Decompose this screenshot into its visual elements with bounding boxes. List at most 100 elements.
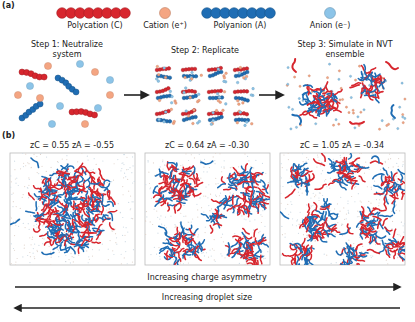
polymer-chain [198, 240, 204, 245]
legend-swatch [57, 8, 131, 19]
polymer-chain [181, 173, 185, 181]
polymer-chain [339, 174, 343, 181]
ion [106, 91, 113, 98]
polymer-chain [328, 91, 331, 100]
ion [185, 110, 188, 113]
ion [341, 98, 343, 100]
polymer-chain [102, 204, 110, 206]
polymer-chain [290, 245, 295, 250]
polymer-chain [394, 186, 399, 192]
simulation-snapshot [144, 153, 270, 269]
bead [193, 67, 197, 71]
ion [360, 111, 362, 113]
polymer-chain [63, 175, 65, 183]
polymer-chain [298, 264, 299, 265]
polymer-chain [329, 212, 333, 219]
polymer-chain [309, 217, 317, 220]
polymer-chain [368, 89, 376, 92]
ion [378, 128, 380, 130]
polymer-chain [307, 175, 310, 183]
polymer-chain [166, 248, 172, 254]
polymer-chain [246, 172, 251, 179]
ion [335, 119, 337, 121]
polymer-chain [78, 185, 85, 189]
polymer-chain [64, 200, 71, 204]
snapshot-title: zC = 0.55 zA = -0.55 [30, 141, 114, 151]
bead [168, 76, 172, 80]
polymer-chain [222, 177, 226, 184]
polymer-chain [160, 248, 167, 253]
ion [212, 119, 215, 122]
polymer-chain [360, 253, 368, 254]
ion [357, 116, 359, 118]
legend-swatch [160, 8, 171, 19]
polymer-chain [181, 222, 183, 230]
polymer-chain [261, 243, 268, 247]
snapshot-title: zC = 1.05 zA = -0.34 [300, 141, 384, 151]
polymer-chain [343, 166, 350, 170]
polymer-chain [326, 218, 327, 226]
setup-illustration [14, 59, 406, 130]
ion [244, 124, 247, 127]
polymer-chain [185, 237, 192, 240]
ion [299, 85, 301, 87]
polymer-chain [10, 219, 19, 224]
polymer-chain [92, 190, 99, 195]
ion [338, 70, 340, 72]
polymer-chain [386, 250, 390, 257]
polymer-chain [186, 166, 193, 171]
polymer-chain [92, 218, 94, 226]
ion [175, 102, 178, 105]
polymer-chain [56, 237, 62, 242]
polymer-chain [301, 168, 308, 172]
polymer-chain [159, 169, 161, 177]
ion [189, 96, 192, 99]
ion [243, 77, 246, 80]
polymer-chain [49, 210, 50, 218]
polymer-chain [233, 204, 241, 207]
polymer-chain [361, 225, 363, 233]
snapshot-title: zC = 0.64 zA = -0.30 [165, 141, 249, 151]
ion [354, 127, 356, 129]
polymer-chain [78, 231, 80, 239]
ion [339, 99, 341, 101]
ion [250, 122, 253, 125]
ion [252, 87, 255, 90]
ion [402, 116, 404, 118]
polymer-chain [374, 208, 386, 211]
ion [36, 94, 43, 101]
polymer-chain [249, 244, 257, 247]
polymer-chain [167, 188, 174, 193]
polymer-chain [210, 226, 212, 234]
polymer-chain [399, 255, 405, 260]
polymer-chain [333, 108, 341, 112]
polymer-chain [297, 256, 299, 264]
polymer-chain [101, 206, 103, 214]
legend-label: Cation (e⁺) [143, 21, 187, 31]
polymer-chain [238, 206, 247, 213]
ion [163, 67, 166, 70]
polymer-chain [156, 201, 164, 202]
ion [354, 79, 356, 81]
polymer-chain [201, 214, 208, 218]
polymer-chain [253, 180, 261, 183]
polymer-chain [111, 197, 115, 204]
bead [73, 89, 79, 95]
polymer-chain [218, 184, 226, 188]
polymer-chain [315, 184, 326, 189]
polymer-chain [184, 233, 192, 235]
polymer-chain [401, 174, 403, 182]
polymer-chain [69, 197, 77, 200]
polymer-chain [318, 88, 321, 97]
polymer-chain [189, 228, 194, 235]
polymer-chain [75, 204, 83, 206]
polymer-chain [365, 72, 372, 78]
polymer-chain [320, 153, 326, 161]
ion [287, 83, 289, 85]
ion [223, 76, 226, 79]
polymer-chain [232, 248, 241, 258]
polymer-chain [94, 202, 101, 207]
ion [200, 74, 203, 77]
ion [76, 60, 83, 67]
polymer-chain [176, 249, 183, 253]
